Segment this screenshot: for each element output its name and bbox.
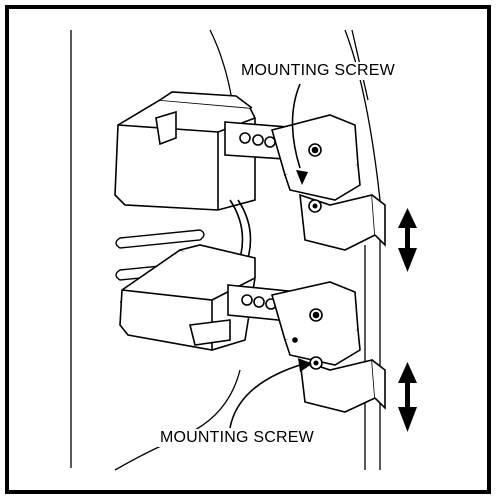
leader-arrowhead-top (296, 170, 308, 185)
lower-adjust-arrow (398, 362, 417, 432)
mounting-screw-label-bottom: MOUNTING SCREW (158, 429, 316, 447)
upper-adjust-arrow (398, 208, 417, 272)
lower-screw (309, 356, 323, 370)
upper-sensor (114, 91, 386, 251)
outer-border (5, 5, 491, 494)
lower-sensor (119, 244, 386, 413)
upper-screw (308, 199, 322, 213)
mounting-screw-label-top: MOUNTING SCREW (239, 62, 397, 80)
leader-arrowhead-bottom (298, 358, 312, 372)
leader-lines (229, 83, 301, 429)
panel-outline (70, 29, 381, 471)
